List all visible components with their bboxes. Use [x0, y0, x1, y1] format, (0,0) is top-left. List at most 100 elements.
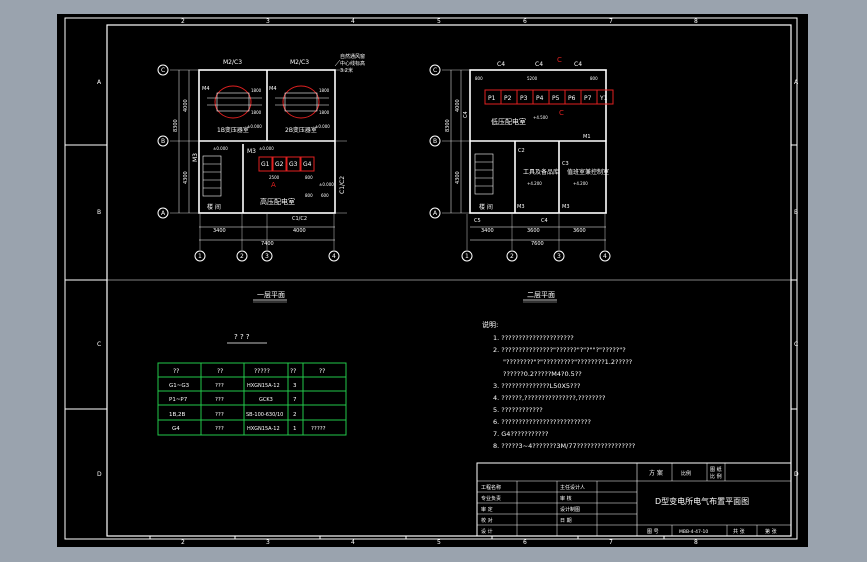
- title-block-cell: 图 纸: [710, 466, 722, 473]
- note-line: 1. ?????????????????????: [493, 334, 574, 342]
- axis-bubble: [506, 250, 518, 262]
- vent-note: 中心线标高: [340, 60, 365, 67]
- door-label: C1/C2: [292, 216, 307, 222]
- title-block-label: 日 期: [560, 518, 572, 524]
- note-line: "????????"?"?????????"????????1.2?????: [503, 358, 632, 366]
- axis-bubble: [157, 135, 169, 147]
- dimension-text: 4300: [183, 171, 189, 184]
- dimension-text: 4300: [455, 171, 461, 184]
- cad-drawing-sheet[interactable]: A B C D A B C D 2 3 4 5 6 7 8 2 3 4 5 6 …: [57, 14, 808, 547]
- note-line: ??????0.2?????M4?0.5??: [503, 370, 582, 378]
- col-number: 2: [181, 539, 185, 546]
- axis-bubble: [194, 250, 206, 262]
- floor-plan-2[interactable]: P1 P2 P3 P4 P5 P6 P7 Y1 C C: [429, 56, 614, 303]
- cabinet-label: G3: [289, 161, 298, 168]
- door-label: C5: [474, 218, 481, 224]
- row-letter: D: [97, 471, 102, 478]
- table-cell: ???: [215, 426, 224, 432]
- table-header-cell: ??: [290, 368, 296, 375]
- title-block-label: 校 对: [481, 517, 493, 524]
- table-row[interactable]: 1B,2B ??? SB-100-630/10 2: [169, 412, 297, 418]
- transformer-1b[interactable]: [214, 85, 252, 119]
- note-line: 4. ??????,???????????????,????????: [493, 394, 605, 402]
- title-block[interactable]: 方 案 比例 图 纸 比 例 D型变电所电气布置平面图 工程名称 专业负责 审 …: [476, 462, 792, 537]
- small-dim: 800: [305, 175, 313, 180]
- table-row[interactable]: G1~G3 ??? HXGN15A-12 3: [169, 383, 297, 389]
- table-cell: ???: [215, 412, 224, 418]
- equipment-table[interactable]: ? ? ? ?? ?? ????? ?? ?? G1~G3 ??? HXGN15…: [157, 333, 347, 436]
- col-number: 2: [181, 18, 185, 25]
- elevation-mark: ±0.000: [213, 146, 228, 151]
- col-number: 3: [266, 539, 270, 546]
- door-label: M2/C3: [223, 59, 242, 66]
- axis-label: 2: [510, 253, 514, 260]
- table-cell: ???: [215, 383, 224, 389]
- cabinet-g3[interactable]: [286, 156, 301, 172]
- elevation-mark: +4.500: [533, 115, 548, 120]
- title-block-label: 设计制图: [560, 506, 580, 513]
- row-letter: A: [97, 79, 102, 86]
- cabinet-label: G4: [303, 161, 312, 168]
- table-cell: SB-100-630/10: [246, 412, 283, 418]
- panel-y1[interactable]: [596, 89, 614, 105]
- frame-tick-labels: A B C D A B C D 2 3 4 5 6 7 8 2 3 4 5 6 …: [97, 18, 799, 546]
- transformer-2b[interactable]: [282, 85, 320, 119]
- dimension-text: 4000: [455, 99, 461, 112]
- table-cell: ?????: [311, 426, 326, 432]
- staircase: [202, 155, 222, 197]
- cabinet-g4[interactable]: [300, 156, 315, 172]
- table-row[interactable]: P1~P7 ??? GCK3 7: [169, 397, 297, 403]
- note-line: 3. ??????????????L50X5???: [493, 382, 580, 390]
- floor-plan-1[interactable]: G1 G2 G3 G4 A C B A 1 2 3 4 340: [157, 53, 365, 303]
- title-block-label: 设 计: [481, 528, 493, 535]
- drawing-title: D型变电所电气布置平面图: [655, 496, 749, 506]
- cabinet-g1[interactable]: [258, 156, 273, 172]
- axis-bubble: [461, 250, 473, 262]
- inner-frame: [106, 24, 792, 537]
- axis-label: 3: [265, 253, 269, 260]
- axis-bubble: [429, 64, 441, 76]
- dimension-text: 3400: [481, 228, 494, 234]
- small-dim: 1800: [251, 110, 262, 115]
- panel-label: P4: [536, 95, 544, 102]
- elevation-mark: ±0.000: [319, 182, 334, 187]
- table-cell: HXGN15A-12: [247, 426, 280, 432]
- room-label: 2B变压器室: [285, 126, 317, 134]
- table-row[interactable]: G4 ??? HXGN15A-12 1 ?????: [172, 426, 326, 432]
- small-dim: 1800: [251, 88, 262, 93]
- dimension-text: 8300: [445, 119, 451, 132]
- row-letter: C: [97, 341, 101, 348]
- axis-label: C: [161, 67, 165, 74]
- table-cell: 2: [293, 412, 297, 418]
- col-number: 5: [437, 18, 441, 25]
- axis-bubble: [157, 64, 169, 76]
- elevation-mark: ±0.000: [315, 124, 330, 129]
- panel-label: P5: [552, 95, 560, 102]
- table-cell: P1~P7: [169, 397, 188, 403]
- note-line: 6. ??????????????????????????: [493, 418, 591, 426]
- title-block-label: 图 号: [647, 529, 659, 535]
- table-heading: ? ? ?: [234, 333, 250, 341]
- note-line: 8. ?????3~4???????3M/77?????????????????: [493, 442, 635, 450]
- panel-label: P6: [568, 95, 576, 102]
- table-border: [157, 362, 347, 436]
- table-header-cell: ??: [217, 368, 223, 375]
- panel-label: Y1: [599, 95, 608, 102]
- lv-panel-row[interactable]: P1 P2 P3 P4 P5 P6 P7 Y1: [484, 89, 614, 105]
- col-number: 4: [351, 539, 355, 546]
- elevation-mark: ±0.000: [247, 124, 262, 129]
- col-number: 7: [609, 18, 613, 25]
- elevation-mark: +4.200: [527, 181, 542, 186]
- dimension-text: 8300: [173, 119, 179, 132]
- table-header-row: ?? ?? ????? ?? ??: [173, 368, 325, 375]
- cabinet-g2[interactable]: [272, 156, 287, 172]
- cad-drawing-canvas[interactable]: A B C D A B C D 2 3 4 5 6 7 8 2 3 4 5 6 …: [57, 14, 808, 547]
- row-letter: C: [794, 341, 798, 348]
- col-number: 6: [523, 539, 527, 546]
- title-block-cell: 比 例: [710, 473, 722, 480]
- hv-cabinet-row[interactable]: G1 G2 G3 G4: [258, 156, 315, 172]
- note-line: 2. ???????????????"??????"?"?""?"?????"?: [493, 346, 626, 354]
- title-block-label: 审 定: [481, 506, 493, 513]
- axis-label: A: [161, 210, 166, 217]
- room-label: 工具及备品库: [523, 168, 559, 176]
